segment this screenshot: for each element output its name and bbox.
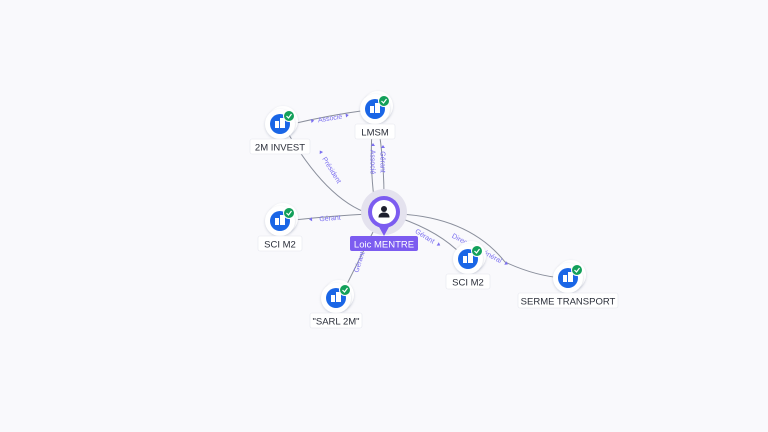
svg-text:Associé: Associé bbox=[369, 150, 376, 175]
edge-gerant-sci-left bbox=[293, 213, 369, 221]
edge-label-gerant-sarl: Gérant bbox=[353, 251, 366, 274]
company-node-label: LMSM bbox=[361, 128, 389, 139]
company-node-label: SCI M2 bbox=[264, 240, 296, 251]
verified-check-icon bbox=[339, 284, 351, 296]
verified-check-icon bbox=[378, 95, 390, 107]
edge-label-associe: Associé bbox=[310, 113, 349, 125]
verified-check-icon bbox=[283, 207, 295, 219]
company-node-label: SERME TRANSPORT bbox=[521, 297, 616, 308]
company-node-sci-m2-left[interactable]: SCI M2 bbox=[257, 203, 303, 252]
svg-text:Gérant: Gérant bbox=[353, 251, 366, 274]
verified-check-icon bbox=[571, 264, 583, 276]
edges-layer bbox=[284, 109, 564, 297]
svg-text:Associé: Associé bbox=[318, 114, 343, 125]
company-node-label: SCI M2 bbox=[452, 278, 484, 289]
svg-text:Président: Président bbox=[320, 156, 342, 185]
company-node-2m-invest[interactable]: 2M INVEST bbox=[249, 106, 311, 155]
company-node-sci-m2-right[interactable]: SCI M2 bbox=[445, 241, 491, 290]
center-person-label: Loic MENTRE bbox=[354, 240, 414, 251]
verified-check-icon bbox=[283, 110, 295, 122]
person-icon bbox=[378, 206, 390, 218]
company-node-label: 2M INVEST bbox=[255, 143, 305, 154]
svg-text:Gérant: Gérant bbox=[319, 215, 341, 223]
company-node-sarl-2m[interactable]: "SARL 2M" bbox=[309, 280, 363, 329]
svg-text:Gérant: Gérant bbox=[379, 151, 386, 172]
edge-label-gerant-lmsm: Gérant bbox=[379, 145, 386, 173]
center-person-node[interactable]: Loic MENTRE bbox=[350, 189, 418, 251]
edge-label-gerant-sci-left: Gérant bbox=[309, 215, 341, 223]
company-node-label: "SARL 2M" bbox=[312, 317, 359, 328]
verified-check-icon bbox=[471, 245, 483, 257]
company-node-serme-transport[interactable]: SERME TRANSPORT bbox=[517, 260, 619, 309]
edge-label-associe-lmsm: Associé bbox=[369, 143, 376, 174]
company-node-lmsm[interactable]: LMSM bbox=[354, 91, 396, 140]
edge-label-president: Président bbox=[319, 150, 342, 185]
edge-directeur bbox=[399, 213, 564, 279]
